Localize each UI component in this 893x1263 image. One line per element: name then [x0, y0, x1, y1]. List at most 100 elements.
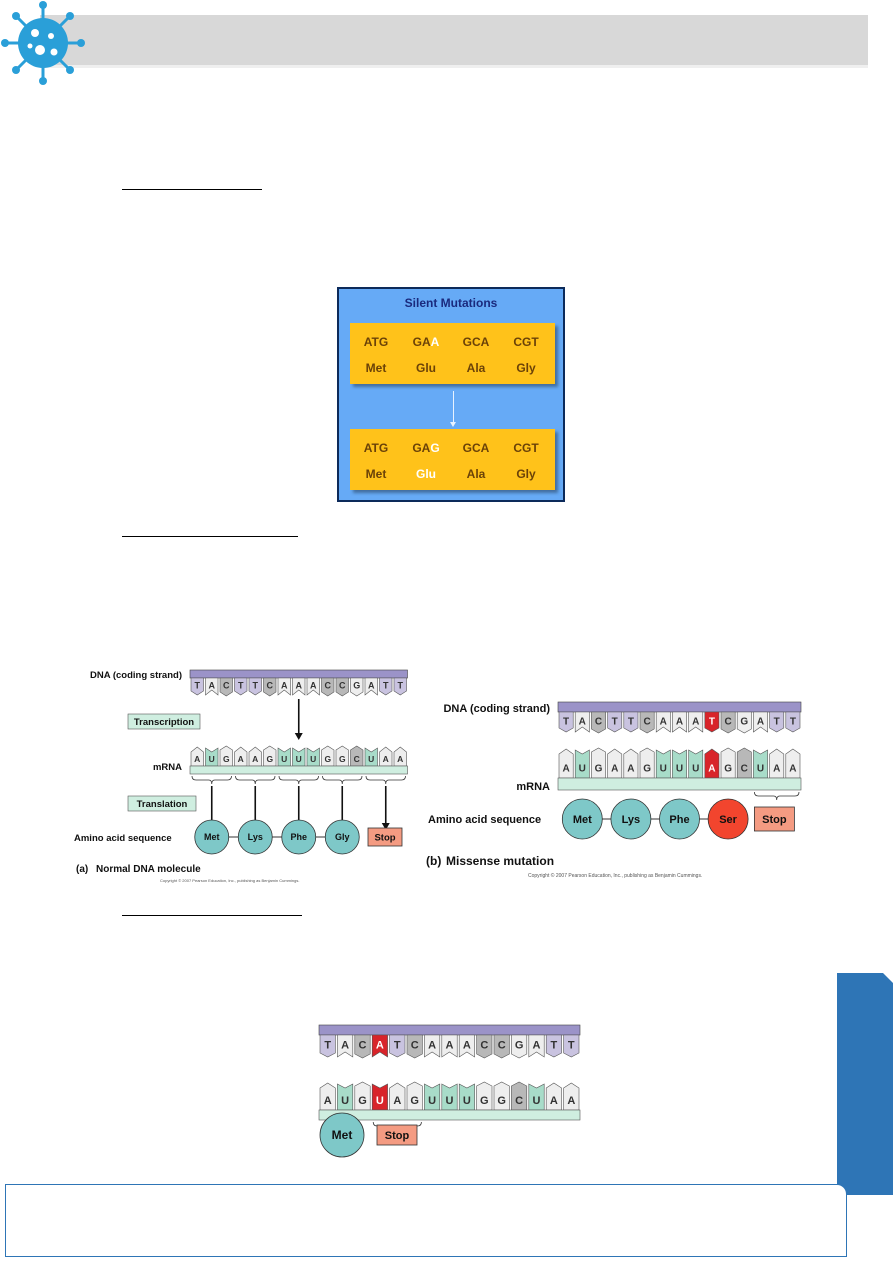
arrow-icon [294, 733, 303, 740]
nucleotide-letter: U [310, 754, 316, 764]
nucleotide-shape [393, 746, 407, 767]
codon-bracket [365, 775, 406, 785]
nucleotide-letter: T [253, 681, 259, 691]
silent-mutation-figure: Silent Mutations ATG GAA GCA CGT Met Glu… [337, 287, 565, 502]
nucleotide-shape [277, 677, 291, 696]
nucleotide-letter: G [497, 1095, 506, 1107]
nucleotide-letter: A [428, 1040, 436, 1052]
caption-letter: (b) [426, 854, 441, 868]
nucleotide-shape [354, 1081, 371, 1111]
nucleotide-shape [219, 677, 233, 697]
amino-acid-sequence-label: Amino acid sequence [74, 833, 172, 844]
nucleotide-letter: T [383, 681, 389, 691]
nucleotide-letter: G [339, 754, 346, 764]
nucleotide-shape [558, 748, 574, 779]
amino-acid-label: Ser [719, 814, 737, 826]
nucleotide-letter: A [324, 1095, 332, 1107]
nucleotide-letter: T [238, 681, 244, 691]
codon-stem: GA [412, 335, 431, 349]
nucleotide-shape [321, 677, 335, 697]
nucleotide-letter: U [376, 1095, 384, 1107]
nucleotide-letter: A [550, 1095, 558, 1107]
nucleotide-shape [205, 747, 219, 767]
amino-acid: Ala [466, 467, 486, 481]
nucleotide-letter: U [296, 754, 302, 764]
nucleotide-shape [306, 747, 320, 767]
nucleotide-shape [688, 749, 704, 779]
nucleotide-shape [511, 1034, 528, 1059]
nucleotide-letter: A [393, 1095, 401, 1107]
nucleotide-shape [623, 748, 639, 779]
amino-acid-label: Met [573, 814, 592, 826]
nucleotide-shape [785, 748, 801, 779]
nucleotide-shape [753, 711, 768, 733]
nucleotide-shape [350, 677, 364, 697]
amino-acid-circle [561, 798, 603, 840]
translation-box [127, 795, 197, 812]
nucleotide-shape [720, 711, 736, 734]
amino-acid: Met [365, 467, 387, 481]
nucleotide-letter: C [354, 754, 360, 764]
caption-letter: (a) [76, 864, 88, 875]
nucleotide-letter: U [533, 1095, 541, 1107]
nucleotide-letter: G [740, 716, 748, 727]
nucleotide-letter: A [567, 1095, 575, 1107]
nucleotide-letter: A [533, 1040, 541, 1052]
nucleotide-letter: T [568, 1040, 575, 1052]
nucleotide-shape [406, 1081, 423, 1111]
nucleotide-letter: C [741, 763, 748, 774]
nucleotide-letter: A [789, 763, 796, 774]
nucleotide-shape [574, 711, 590, 733]
nucleotide-shape [277, 747, 291, 767]
nucleotide-shape [350, 745, 364, 767]
amino-acid-unchanged: Glu [416, 467, 436, 481]
nucleotide-shape [263, 677, 277, 697]
nucleotide-shape [234, 746, 248, 767]
nucleotide-letter: T [790, 716, 796, 727]
nucleotide-shape [639, 747, 655, 779]
nucleotide-letter: G [480, 1095, 489, 1107]
nucleotide-shape [672, 711, 687, 733]
amino-acid-circle [707, 798, 749, 840]
nucleotide-shape [736, 711, 752, 734]
nucleotide-shape [335, 745, 349, 767]
nucleotide-letter: C [595, 716, 602, 727]
figure-caption: Missense mutation [446, 854, 554, 868]
nucleotide-shape [248, 746, 262, 767]
nucleotide-shape [234, 677, 248, 696]
nucleotide-shape [458, 1083, 475, 1111]
changed-base: G [430, 441, 440, 455]
translation-label: Translation [137, 799, 188, 810]
dna-label: DNA (coding strand) [443, 703, 550, 715]
codon-changed: GAG [402, 441, 450, 455]
nucleotide-shape [389, 1034, 406, 1058]
silent-figure-title: Silent Mutations [404, 296, 498, 310]
nucleotide-letter: U [446, 1095, 454, 1107]
amino-acid-sequence-label: Amino acid sequence [428, 814, 541, 826]
codon: ATG [363, 441, 389, 455]
original-sequence-box: ATG GAA GCA CGT Met Glu Ala Gly [350, 323, 555, 384]
nucleotide-letter: T [563, 716, 569, 727]
nucleotide-letter: C [223, 681, 230, 691]
amino-acid-circle [324, 819, 360, 855]
nucleotide-letter: C [724, 716, 731, 727]
nucleotide-letter: A [238, 754, 244, 764]
nucleotide-letter: C [359, 1040, 367, 1052]
nucleotide-letter: G [266, 754, 273, 764]
header-bar [40, 15, 868, 68]
nucleotide-letter: A [708, 763, 715, 774]
down-arrow-icon [450, 391, 456, 427]
nucleotide-shape [607, 711, 623, 733]
mrna-strand [189, 765, 408, 775]
nucleotide-shape [364, 677, 378, 696]
nucleotide-letter: G [643, 763, 651, 774]
nucleotide-letter: U [281, 754, 287, 764]
nucleotide-letter: T [551, 1040, 558, 1052]
nucleotide-letter: A [660, 716, 667, 727]
codon: CGT [513, 335, 539, 349]
nucleotide-shape [688, 711, 704, 733]
nucleotide-letter: A [368, 681, 375, 691]
nucleotide-letter: A [194, 754, 200, 764]
nucleotide-shape [623, 711, 639, 733]
nucleotide-shape [371, 1083, 388, 1111]
